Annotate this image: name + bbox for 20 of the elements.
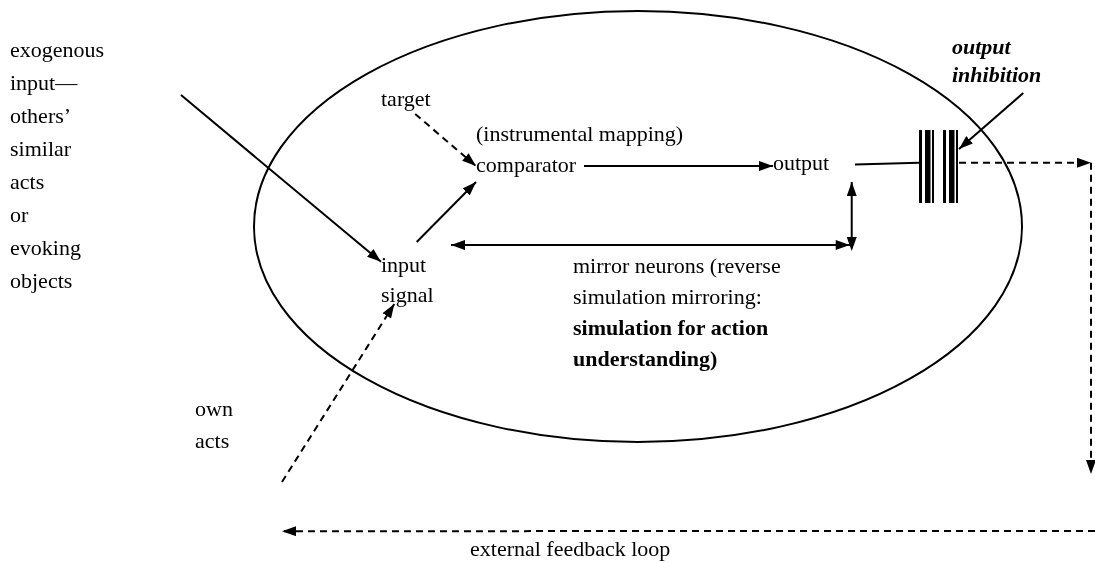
edge-label: mirror neurons (reverse simulation mirroring: simulation for action understanding)	[573, 252, 782, 373]
node-label: output	[773, 150, 855, 182]
arrow	[583, 161, 774, 171]
dashed-arrow	[281, 526, 1095, 537]
arrow	[180, 94, 382, 263]
edge-label: (instrumental mapping)	[476, 120, 685, 148]
node-label: output inhibition	[952, 33, 1077, 93]
dashed-arrow	[281, 303, 396, 483]
gate-bars-symbol	[919, 130, 959, 203]
arrow	[415, 181, 477, 243]
node-label: target	[381, 86, 441, 114]
edge-label: external feedback loop	[470, 535, 672, 563]
dashed-arrow	[414, 113, 477, 168]
arrow	[958, 92, 1025, 150]
double-arrow	[450, 181, 857, 251]
node-label: own acts	[195, 393, 282, 540]
dashed-arrow	[958, 161, 1095, 475]
node-label: comparator	[476, 152, 584, 182]
connector-line	[854, 161, 920, 166]
input-text: exogenous input— others’ similar acts or evoking objects	[10, 33, 181, 303]
